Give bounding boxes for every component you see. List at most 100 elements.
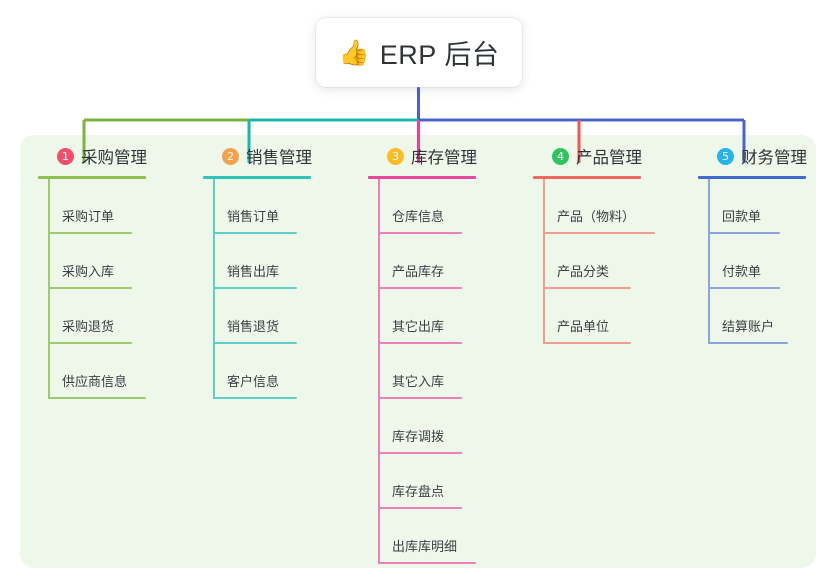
leaf-list-5: 回款单付款单结算账户 (698, 179, 807, 344)
leaf-item-underline (48, 287, 132, 289)
leaf-item[interactable]: 结算账户 (698, 289, 807, 344)
branch-header-2[interactable]: 2 销售管理 (203, 144, 312, 168)
leaf-item[interactable]: 产品分类 (533, 234, 642, 289)
leaf-item-label: 仓库信息 (392, 209, 445, 224)
leaf-item-underline (48, 397, 146, 399)
leaf-item-underline (378, 232, 462, 234)
leaf-item-label: 产品单位 (557, 319, 610, 334)
leaf-item-underline (213, 342, 297, 344)
leaf-item[interactable]: 库存盘点 (368, 454, 477, 509)
leaf-item-label: 付款单 (722, 264, 762, 279)
leaf-item-label: 采购退货 (62, 319, 115, 334)
leaf-item-underline (708, 232, 780, 234)
leaf-spine-3 (378, 179, 380, 564)
leaf-list-3: 仓库信息产品库存其它出库其它入库库存调拨库存盘点出库库明细 (368, 179, 477, 564)
branch-underline-5 (698, 176, 806, 179)
leaf-item-underline (48, 232, 132, 234)
branch-column-5: 5 财务管理回款单付款单结算账户 (698, 144, 807, 344)
branch-underline-3 (368, 176, 476, 179)
leaf-item[interactable]: 销售出库 (203, 234, 312, 289)
branch-badge-1: 1 (57, 147, 74, 165)
branch-badge-4: 4 (552, 147, 569, 165)
leaf-item-label: 产品（物料） (557, 209, 636, 224)
leaf-item[interactable]: 采购退货 (38, 289, 147, 344)
leaf-item[interactable]: 供应商信息 (38, 344, 147, 399)
leaf-item[interactable]: 客户信息 (203, 344, 312, 399)
leaf-item-label: 供应商信息 (62, 374, 128, 389)
leaf-item[interactable]: 仓库信息 (368, 179, 477, 234)
leaf-item[interactable]: 其它入库 (368, 344, 477, 399)
leaf-item-underline (213, 287, 297, 289)
leaf-item-underline (543, 342, 631, 344)
leaf-item-underline (543, 287, 631, 289)
branch-header-3[interactable]: 3 库存管理 (368, 144, 477, 168)
root-node-title: ERP 后台 (379, 40, 500, 70)
leaf-item[interactable]: 其它出库 (368, 289, 477, 344)
leaf-item-underline (378, 397, 462, 399)
leaf-item[interactable]: 采购订单 (38, 179, 147, 234)
leaf-spine-4 (543, 179, 545, 344)
leaf-item-underline (708, 342, 788, 344)
leaf-item[interactable]: 产品单位 (533, 289, 642, 344)
leaf-item-label: 客户信息 (227, 374, 280, 389)
root-node[interactable]: 👍 ERP 后台 (316, 18, 522, 87)
branch-column-4: 4 产品管理产品（物料） 产品分类产品单位 (533, 144, 655, 344)
leaf-item-label: 采购入库 (62, 264, 115, 279)
branch-title-1: 采购管理 (81, 149, 147, 167)
leaf-item[interactable]: 出库库明细 (368, 509, 477, 564)
leaf-item-label: 产品库存 (392, 264, 445, 279)
leaf-item[interactable]: 采购入库 (38, 234, 147, 289)
branch-badge-5: 5 (717, 147, 734, 165)
branch-header-5[interactable]: 5 财务管理 (698, 144, 807, 168)
leaf-item-underline (378, 562, 476, 564)
leaf-item-label: 销售订单 (227, 209, 280, 224)
leaf-item-label: 库存盘点 (392, 484, 445, 499)
leaf-item-label: 出库库明细 (392, 539, 458, 554)
branch-badge-3: 3 (387, 147, 404, 165)
leaf-item-underline (378, 452, 462, 454)
leaf-item-label: 销售出库 (227, 264, 280, 279)
branch-badge-2: 2 (222, 147, 239, 165)
leaf-item-label: 库存调拨 (392, 429, 445, 444)
leaf-spine-1 (48, 179, 50, 399)
branch-underline-2 (203, 176, 311, 179)
leaf-item-underline (48, 342, 132, 344)
branch-header-1[interactable]: 1 采购管理 (38, 144, 147, 168)
leaf-item[interactable]: 库存调拨 (368, 399, 477, 454)
leaf-list-4: 产品（物料） 产品分类产品单位 (533, 179, 655, 344)
leaf-item-underline (543, 232, 655, 234)
leaf-item-underline (213, 232, 297, 234)
branch-title-3: 库存管理 (411, 149, 477, 167)
leaf-item[interactable]: 回款单 (698, 179, 807, 234)
leaf-item-underline (213, 397, 297, 399)
leaf-item-underline (378, 342, 462, 344)
leaf-item-underline (708, 287, 780, 289)
leaf-list-2: 销售订单销售出库销售退货客户信息 (203, 179, 312, 399)
leaf-item[interactable]: 付款单 (698, 234, 807, 289)
leaf-item-label: 其它出库 (392, 319, 445, 334)
branch-underline-4 (533, 176, 641, 179)
leaf-item[interactable]: 销售订单 (203, 179, 312, 234)
branch-header-4[interactable]: 4 产品管理 (533, 144, 642, 168)
leaf-list-1: 采购订单采购入库采购退货供应商信息 (38, 179, 147, 399)
leaf-item-label: 采购订单 (62, 209, 115, 224)
thumbs-up-icon: 👍 (338, 39, 370, 67)
leaf-item-underline (378, 507, 462, 509)
leaf-item-label: 产品分类 (557, 264, 610, 279)
leaf-item-label: 其它入库 (392, 374, 445, 389)
leaf-spine-2 (213, 179, 215, 399)
leaf-item[interactable]: 产品（物料） (533, 179, 655, 234)
content-panel (20, 135, 816, 568)
leaf-item[interactable]: 销售退货 (203, 289, 312, 344)
leaf-spine-5 (708, 179, 710, 344)
branch-title-5: 财务管理 (741, 149, 807, 167)
branch-title-4: 产品管理 (576, 149, 642, 167)
branch-underline-1 (38, 176, 146, 179)
branch-column-2: 2 销售管理销售订单销售出库销售退货客户信息 (203, 144, 312, 399)
leaf-item-label: 销售退货 (227, 319, 280, 334)
leaf-item[interactable]: 产品库存 (368, 234, 477, 289)
branch-column-3: 3 库存管理仓库信息产品库存其它出库其它入库库存调拨库存盘点出库库明细 (368, 144, 477, 564)
branch-title-2: 销售管理 (246, 149, 312, 167)
leaf-item-label: 结算账户 (722, 319, 775, 334)
